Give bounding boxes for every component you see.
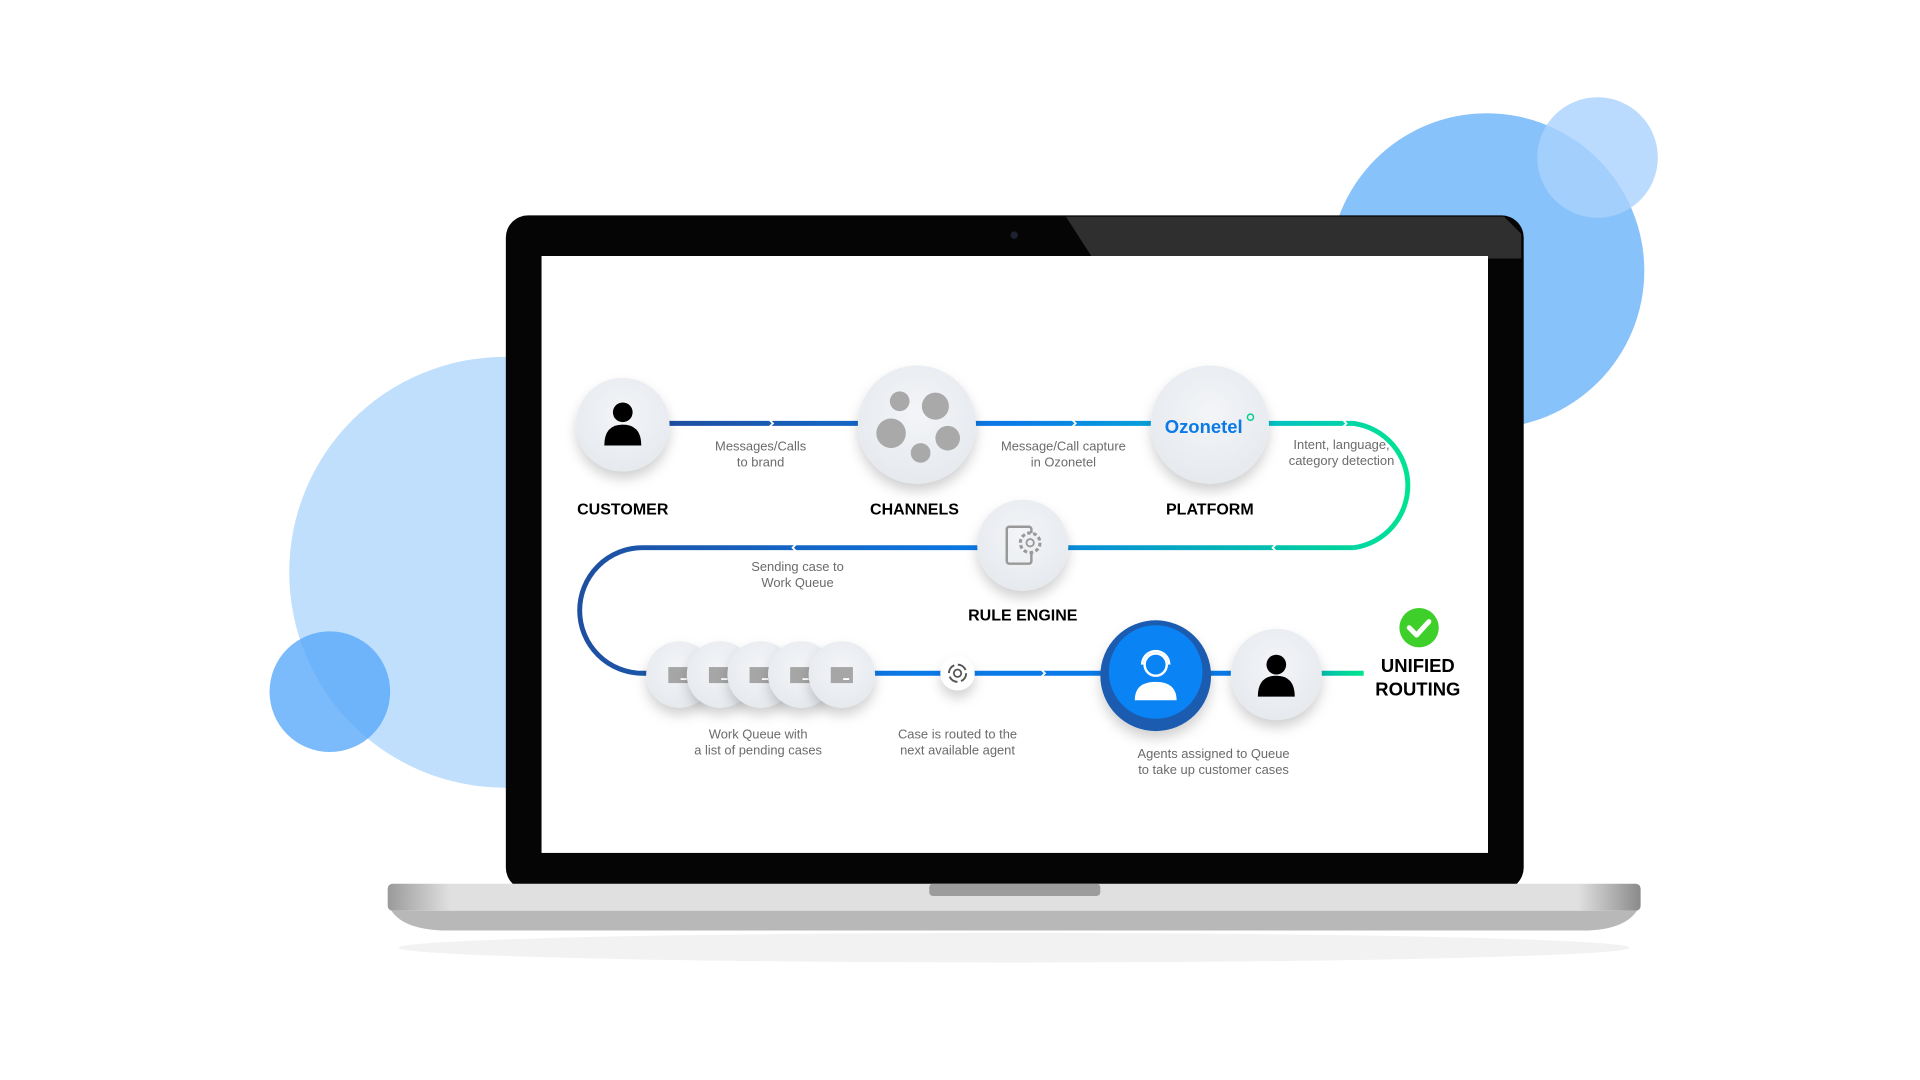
queue-case [808,641,876,708]
node-platform: Ozonetel PLATFORM [1150,365,1269,518]
label-agents-2: to take up customer cases [1138,762,1289,777]
label-sending-1: Sending case to [751,559,844,574]
node-channels: CHANNELS [857,365,976,518]
ozonetel-logo: Ozonetel [1165,416,1243,437]
label-capture-1: Message/Call capture [1001,438,1126,453]
routing-gear-icon [947,663,968,683]
webcam [1010,231,1018,239]
agent-headset-icon [1134,649,1177,701]
label-queue-1: Work Queue with [709,726,808,741]
node-work-queue [646,641,876,708]
folder-dash [721,678,728,680]
folder-dash [761,678,768,680]
bot-icon [889,391,910,412]
node-rule-engine: RULE ENGINE [968,499,1078,624]
label-queue-2: a list of pending cases [694,742,822,757]
logo-dot [1246,413,1255,422]
folder-dash [843,678,850,680]
folder-icon [830,667,853,684]
rule-engine-title: RULE ENGINE [968,607,1078,624]
unified-routing: UNIFIED ROUTING [1375,608,1460,699]
label-sending-2: Work Queue [761,575,833,590]
chat-icon [910,443,931,463]
channels-title: CHANNELS [870,501,959,518]
person-icon [604,402,642,446]
unified-routing-line1: UNIFIED [1381,655,1455,676]
label-routed-2: next available agent [900,742,1015,757]
platform-title: PLATFORM [1166,501,1254,518]
label-intent-2: category detection [1289,453,1394,468]
scroll-gear-icon [1005,525,1042,565]
label-routed-1: Case is routed to the [898,726,1017,741]
laptop-notch [929,883,1101,896]
laptop-base-bottom [391,910,1637,931]
whatsapp-icon [921,392,949,420]
laptop-reflection [398,932,1630,963]
label-messages-2: to brand [737,454,784,469]
check-icon [1399,608,1439,648]
phone-icon [935,425,960,451]
unified-routing-line2: ROUTING [1375,678,1460,699]
bg-bubble-left-small [269,631,391,752]
label-messages-1: Messages/Calls [715,438,806,453]
person-icon [1257,654,1295,697]
bg-bubble-right-small [1537,97,1658,218]
node-agent [1100,620,1212,732]
laptop-base [387,883,1641,911]
label-intent-1: Intent, language, [1293,437,1389,452]
label-capture-2: in Ozonetel [1031,454,1096,469]
node-end-customer [1230,628,1322,720]
customer-title: CUSTOMER [577,501,669,518]
folder-dash [802,678,809,680]
node-customer: CUSTOMER [576,377,670,518]
folder-dash [680,678,687,680]
bezel-glare [1065,216,1522,259]
label-agents-1: Agents assigned to Queue [1137,746,1289,761]
node-routing [940,656,975,691]
voice-icon [876,418,906,448]
